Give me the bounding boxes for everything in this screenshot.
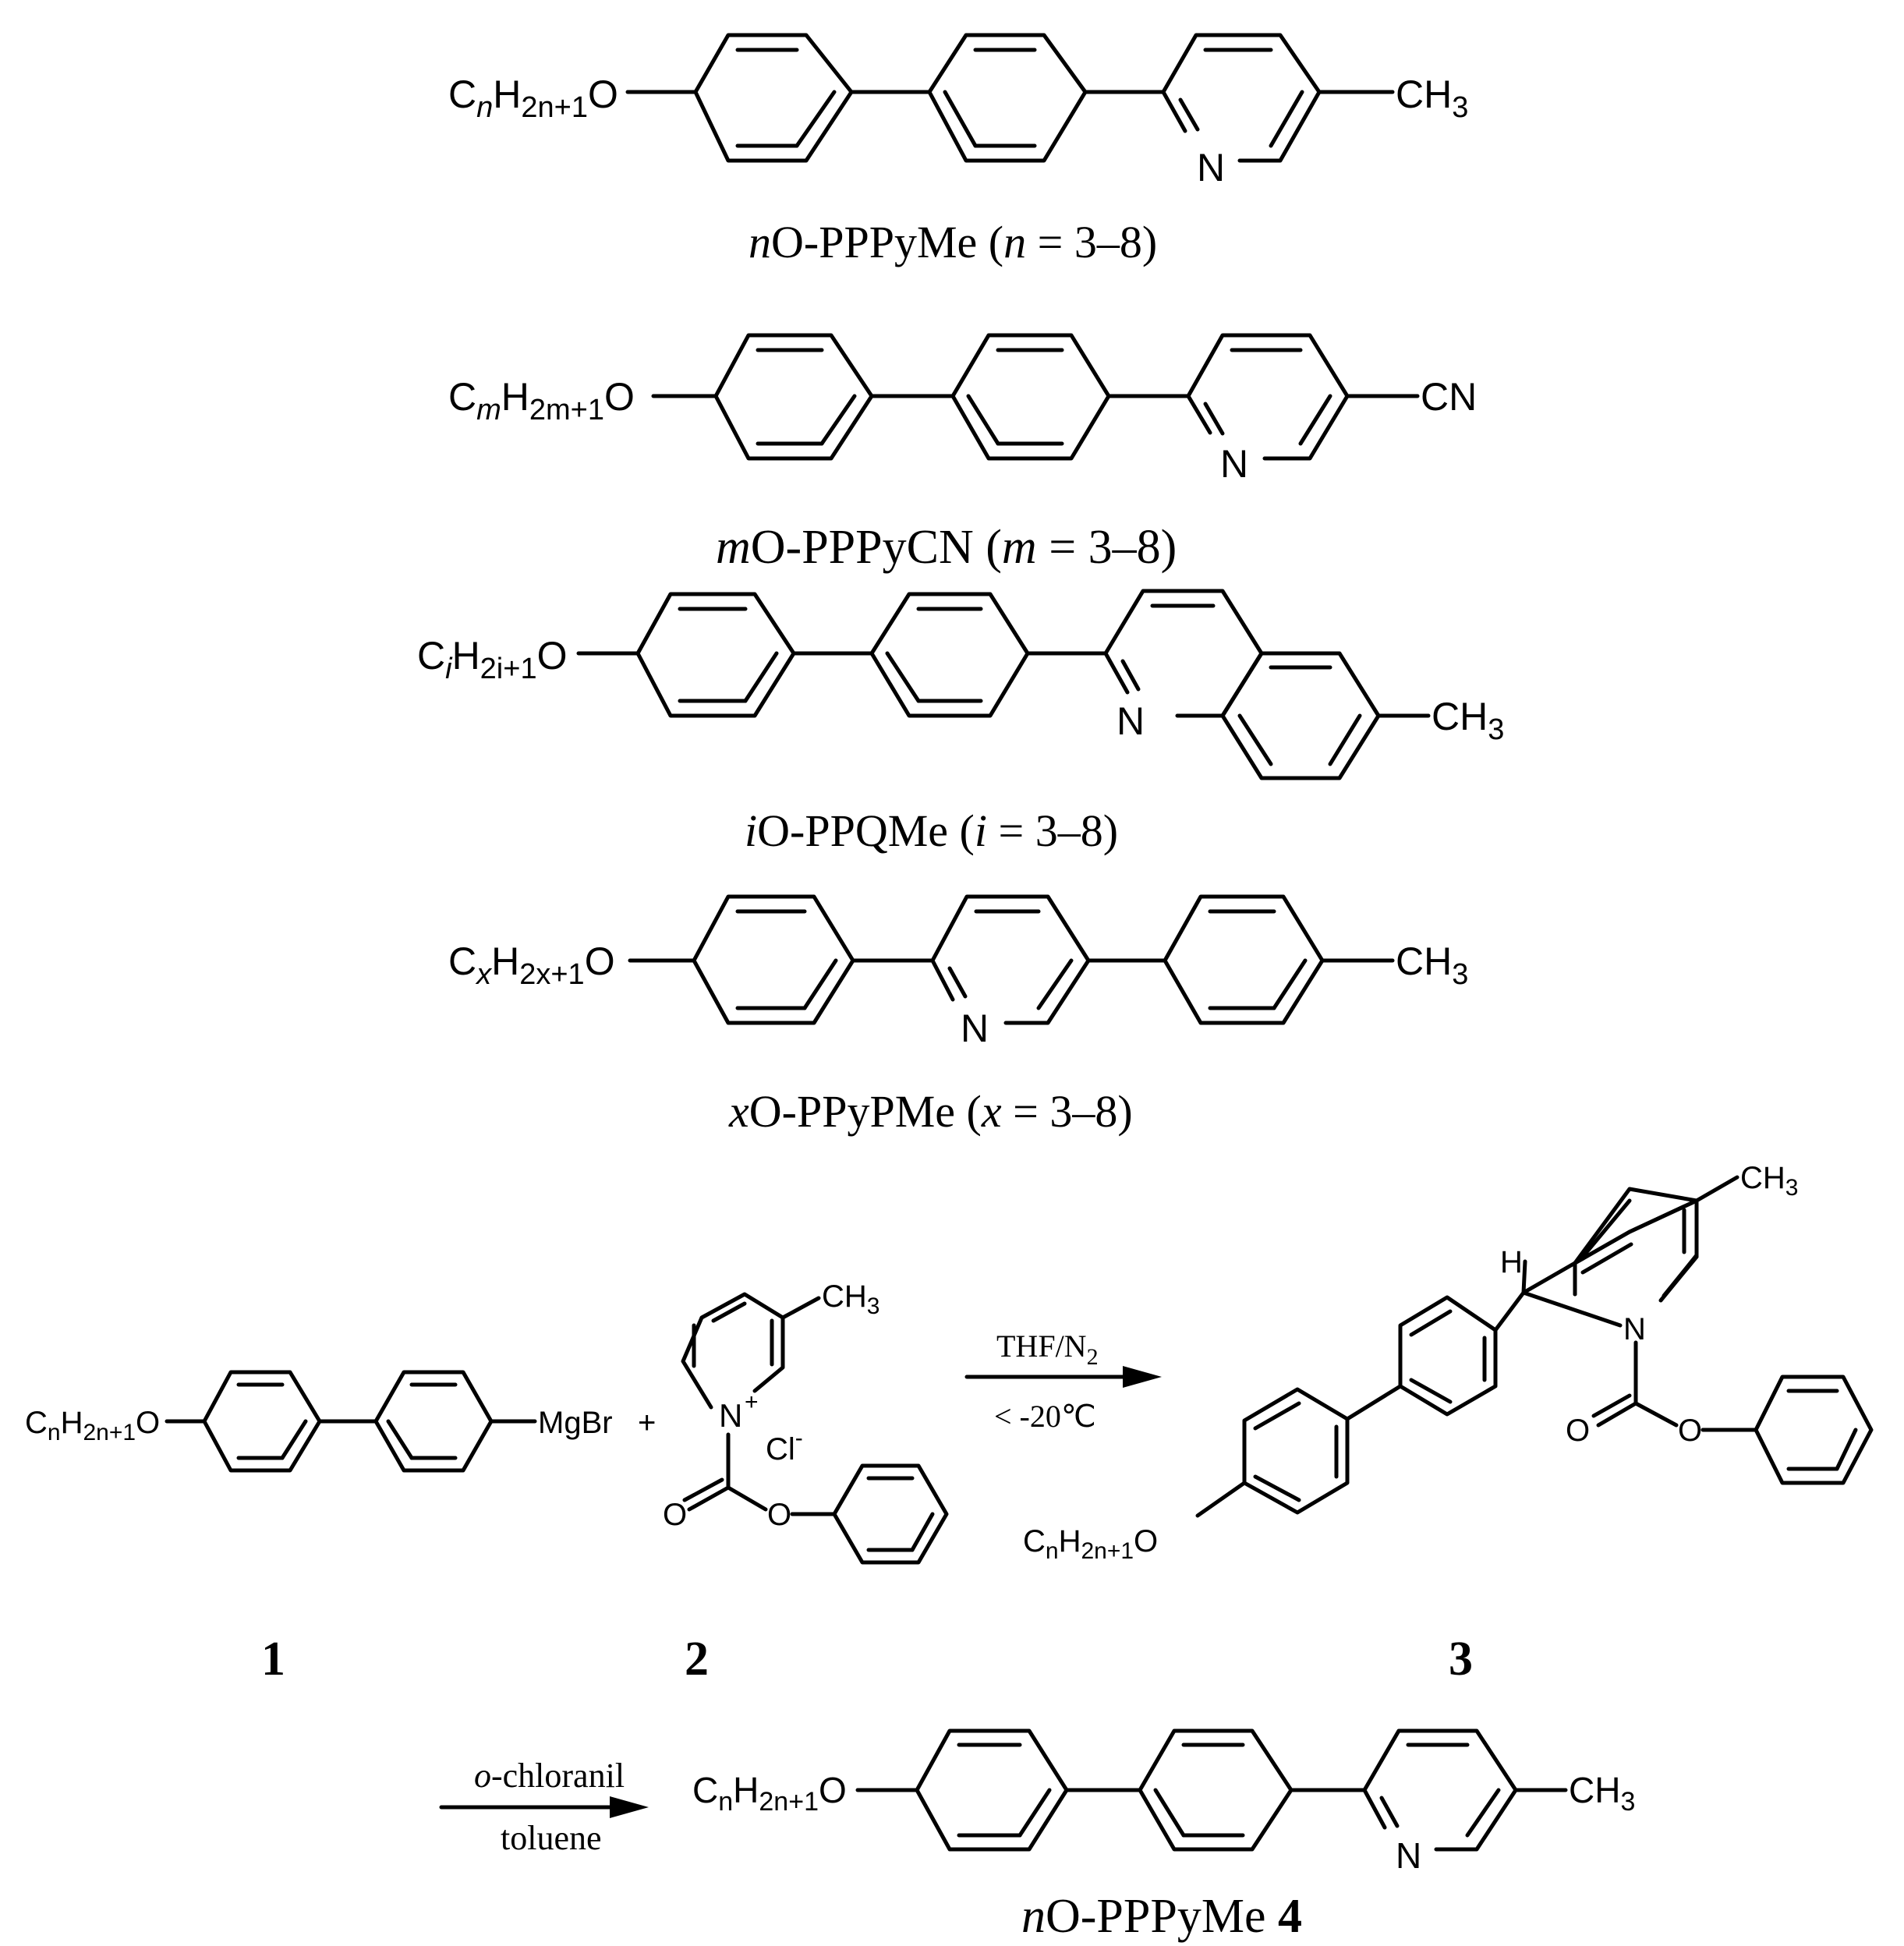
caption-ippqme: iO-PPQMe (i = 3–8) [745,805,1118,856]
compound-number-3: 3 [1449,1633,1473,1686]
methyl-group: CH3 [1740,1161,1798,1201]
arrow2-solvent-below: toluene [501,1819,602,1857]
ester-oxygen: O [1678,1414,1702,1448]
methyl-group: CH3 [822,1279,879,1319]
reaction-arrow-2: o-chloranil toluene [439,1757,649,1857]
methyl-group: CH3 [1396,73,1468,124]
ring-nitrogen: N [1623,1312,1646,1346]
positive-charge: + [745,1389,759,1415]
caption-product-4: nO-PPPyMe 4 [1021,1890,1302,1943]
alkoxy-chain-label: CnH2n+1O [1023,1524,1158,1564]
magnesium-bromide: MgBr [538,1406,613,1440]
carbonyl-oxygen: O [663,1498,687,1532]
pyridine-nitrogen: N [1220,442,1248,486]
alkoxy-chain-label: CxH2x+1O [448,939,615,991]
structure-ippqme: CiH2i+1O N CH3 iO-PPQMe (i = 3–8) [417,589,1504,856]
cyano-group: CN [1421,375,1477,419]
caption-xppypme: xO-PPyPMe (x = 3–8) [728,1086,1133,1137]
caption-mpppycn: mO-PPPyCN (m = 3–8) [716,521,1177,574]
chloride-ion: Cl- [766,1425,803,1467]
pyridine-nitrogen: N [1396,1835,1421,1876]
alkoxy-chain-label: CnH2n+1O [692,1770,847,1817]
compound-number-2: 2 [685,1633,709,1686]
caption-npppyme: nO-PPPyMe (n = 3–8) [749,217,1157,267]
compound-number-1: 1 [261,1633,285,1686]
pyridine-nitrogen: N [1197,146,1225,189]
alkoxy-chain-label: CmH2m+1O [448,375,635,426]
arrow1-conditions-below: < -20℃ [994,1399,1096,1434]
methyl-group: CH3 [1432,695,1504,746]
reactant-1: CnH2n+1O MgBr 1 [25,1370,613,1686]
reaction-arrow-1: THF/N2 < -20℃ [964,1329,1162,1434]
ester-oxygen: O [767,1498,791,1532]
product-3: N CH3 H O O CnH2n+1O 3 [1023,1161,1874,1686]
alkoxy-chain-label: CnH2n+1O [448,73,618,124]
product-4: CnH2n+1O N CH3 nO-PPPyMe 4 [692,1728,1635,1943]
arrow1-conditions-above: THF/N2 [996,1329,1099,1370]
methyl-group: CH3 [1569,1770,1635,1817]
methyl-group: CH3 [1396,939,1468,991]
reactant-2: N + CH3 Cl- O O 2 [663,1279,949,1686]
alkoxy-chain-label: CnH2n+1O [25,1406,160,1445]
arrow2-reagent-above: o-chloranil [474,1757,625,1795]
alkoxy-chain-label: CiH2i+1O [417,634,567,685]
structure-npppyme: CnH2n+1O N CH3 nO-PPPyMe (n = 3–8) [448,33,1468,267]
pyridinium-nitrogen: N [719,1397,742,1434]
carbonyl-oxygen: O [1566,1414,1590,1448]
structure-xppypme: CxH2x+1O N CH3 xO-PPyPMe (x = 3–8) [448,894,1468,1137]
quinoline-nitrogen: N [1117,699,1145,743]
plus-sign: + [638,1406,656,1440]
pyridine-nitrogen: N [961,1007,989,1050]
stereo-hydrogen: H [1500,1245,1523,1279]
structure-mpppycn: CmH2m+1O N CN mO-PPPyCN (m = 3–8) [448,333,1477,574]
